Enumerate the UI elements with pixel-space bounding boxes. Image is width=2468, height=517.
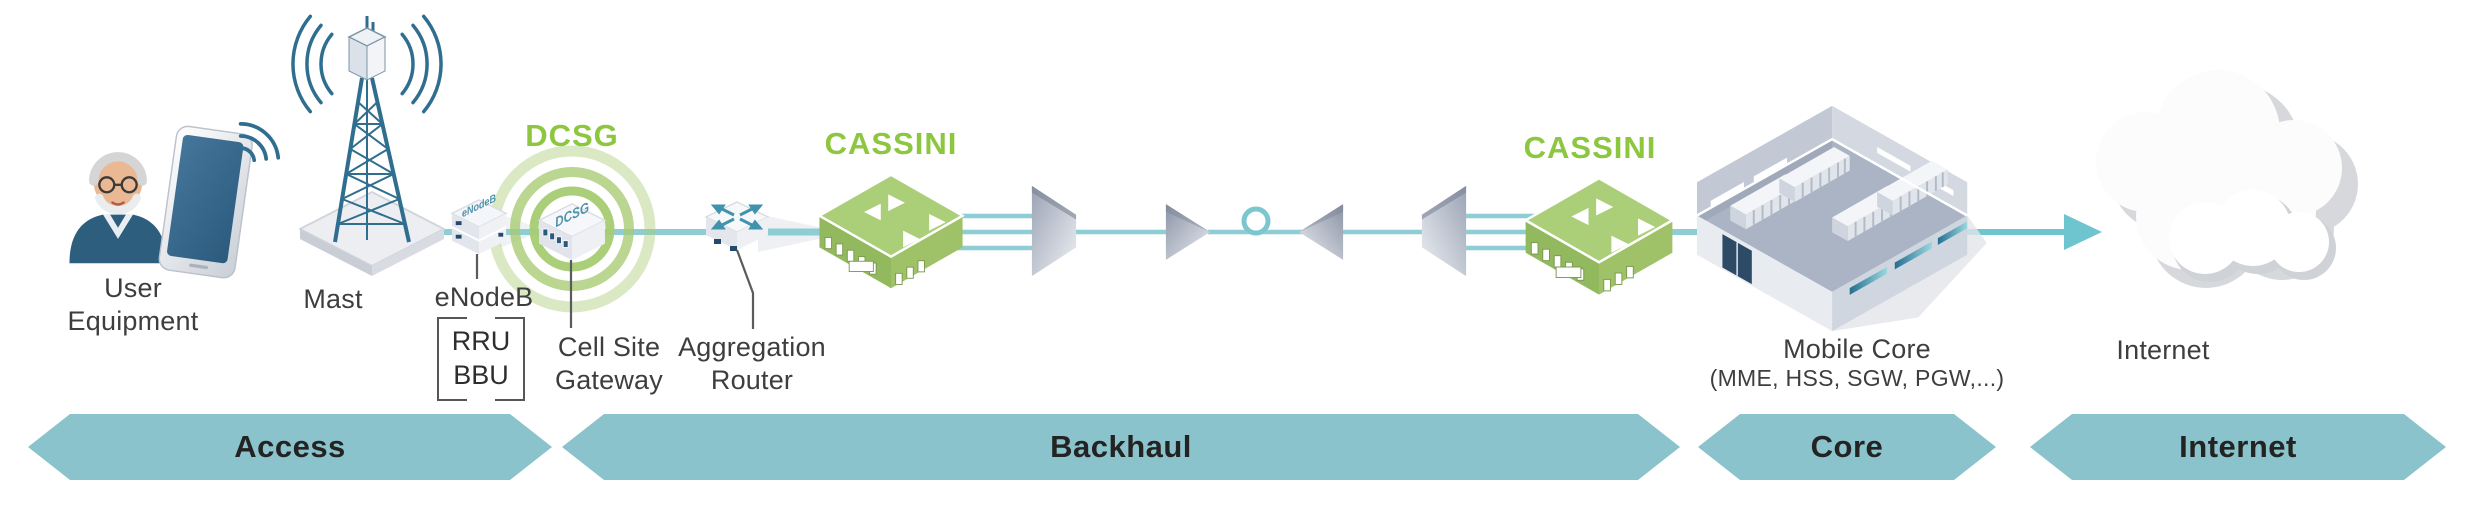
- dcsg-badge: DCSG: [525, 118, 619, 153]
- mast-label: Mast: [303, 284, 363, 314]
- aggregation-router-label: Aggregation Router: [678, 332, 826, 395]
- cassini-switch-right-icon: [1523, 177, 1675, 295]
- cell-site-gateway-device-icon: [537, 203, 607, 261]
- cassini-switch-left-icon: [817, 173, 965, 289]
- mux-trapezoid-icon: [1031, 185, 1077, 277]
- band-access: Access: [28, 414, 552, 480]
- band-core: Core: [1698, 414, 1996, 480]
- cassini-right-badge: CASSINI: [1523, 130, 1657, 165]
- user-avatar-icon: [69, 152, 167, 264]
- enodeb-device-icon: [450, 199, 508, 255]
- band-backhaul: Backhaul: [562, 414, 1680, 480]
- amplifier-right-icon: [1165, 204, 1211, 260]
- internet-cloud-icon: [2096, 70, 2358, 288]
- amplifier-left-icon: [1298, 204, 1344, 260]
- fan-demux-out: [1458, 213, 1535, 251]
- aggregation-router-icon: [704, 201, 770, 251]
- user-equipment-label: User Equipment: [67, 273, 199, 336]
- rru-label: RRU: [451, 326, 511, 357]
- internet-label: Internet: [2116, 335, 2210, 365]
- enodeb-label: eNodeB: [434, 282, 534, 312]
- demux-trapezoid-icon: [1421, 185, 1467, 277]
- band-internet: Internet: [2030, 414, 2446, 480]
- cell-site-gateway-label: Cell Site Gateway: [555, 332, 663, 395]
- rru-bbu-box: RRU BBU: [437, 316, 525, 402]
- smartphone-icon: [158, 125, 253, 279]
- arrow-head-icon: [2064, 214, 2102, 250]
- mobile-core-building-icon: [1696, 105, 1987, 332]
- wifi-waves-icon: [238, 122, 281, 163]
- mast-icon: [291, 14, 445, 276]
- mobile-core-sublabel: (MME, HSS, SGW, PGW,...): [1709, 365, 2005, 391]
- callout-connectors: [475, 249, 755, 329]
- fiber-coil-icon: [1241, 206, 1271, 236]
- mast-waves-icon: [291, 14, 443, 114]
- cassini-left-badge: CASSINI: [824, 126, 958, 161]
- bbu-label: BBU: [453, 360, 509, 390]
- mobile-core-label: Mobile Core: [1783, 334, 1931, 364]
